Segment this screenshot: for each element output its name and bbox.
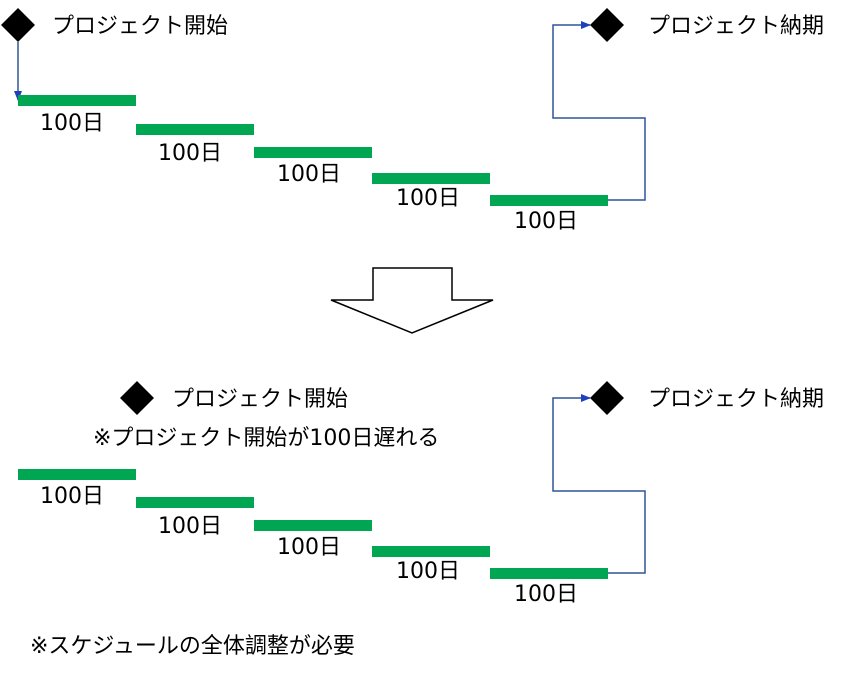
top-start-milestone-diamond xyxy=(1,8,35,42)
top-task-duration-labels: 100日 100日 100日 100日 100日 xyxy=(40,111,578,234)
top-task-bar-4 xyxy=(372,173,490,184)
top-end-connector xyxy=(552,21,646,201)
bottom-task-bar-4 xyxy=(372,546,490,557)
bottom-start-label: プロジェクト開始 xyxy=(172,387,348,412)
transition-down-arrow xyxy=(330,267,494,334)
top-end-milestone-diamond xyxy=(590,8,624,42)
top-end-label: プロジェクト納期 xyxy=(648,14,824,39)
bottom-task-duration-label-3: 100日 xyxy=(277,535,341,560)
bottom-delay-note: ※プロジェクト開始が100日遅れる xyxy=(93,426,439,451)
bottom-task-bar-2 xyxy=(136,497,254,508)
top-task-duration-label-2: 100日 xyxy=(158,141,222,166)
bottom-schedule: プロジェクト開始 ※プロジェクト開始が100日遅れる 100日 100日 100… xyxy=(18,381,824,607)
bottom-task-bar-5 xyxy=(490,568,608,579)
bottom-task-bars xyxy=(18,469,608,579)
bottom-task-duration-label-1: 100日 xyxy=(40,484,104,509)
bottom-end-connector xyxy=(552,394,646,574)
top-task-duration-label-3: 100日 xyxy=(277,162,341,187)
bottom-task-duration-label-5: 100日 xyxy=(514,582,578,607)
bottom-task-bar-3 xyxy=(254,520,372,531)
footer-adjustment-note: ※スケジュールの全体調整が必要 xyxy=(30,634,355,659)
bottom-task-duration-label-2: 100日 xyxy=(158,514,222,539)
top-task-bars xyxy=(18,95,608,206)
bottom-end-milestone-diamond xyxy=(590,381,624,415)
top-task-bar-2 xyxy=(136,124,254,135)
top-schedule: プロジェクト開始 100日 100日 100日 100日 100日 プロジェクト… xyxy=(1,8,824,234)
bottom-end-label: プロジェクト納期 xyxy=(648,387,824,412)
bottom-task-duration-labels: 100日 100日 100日 100日 100日 xyxy=(40,484,578,607)
top-start-label: プロジェクト開始 xyxy=(52,14,228,39)
bottom-task-duration-label-4: 100日 xyxy=(396,559,460,584)
top-task-bar-5 xyxy=(490,195,608,206)
bottom-start-milestone-diamond xyxy=(120,381,154,415)
bottom-task-bar-1 xyxy=(18,469,136,480)
top-task-duration-label-5: 100日 xyxy=(514,209,578,234)
top-task-duration-label-1: 100日 xyxy=(40,111,104,136)
top-task-bar-1 xyxy=(18,95,136,106)
top-task-bar-3 xyxy=(254,147,372,158)
top-task-duration-label-4: 100日 xyxy=(396,186,460,211)
